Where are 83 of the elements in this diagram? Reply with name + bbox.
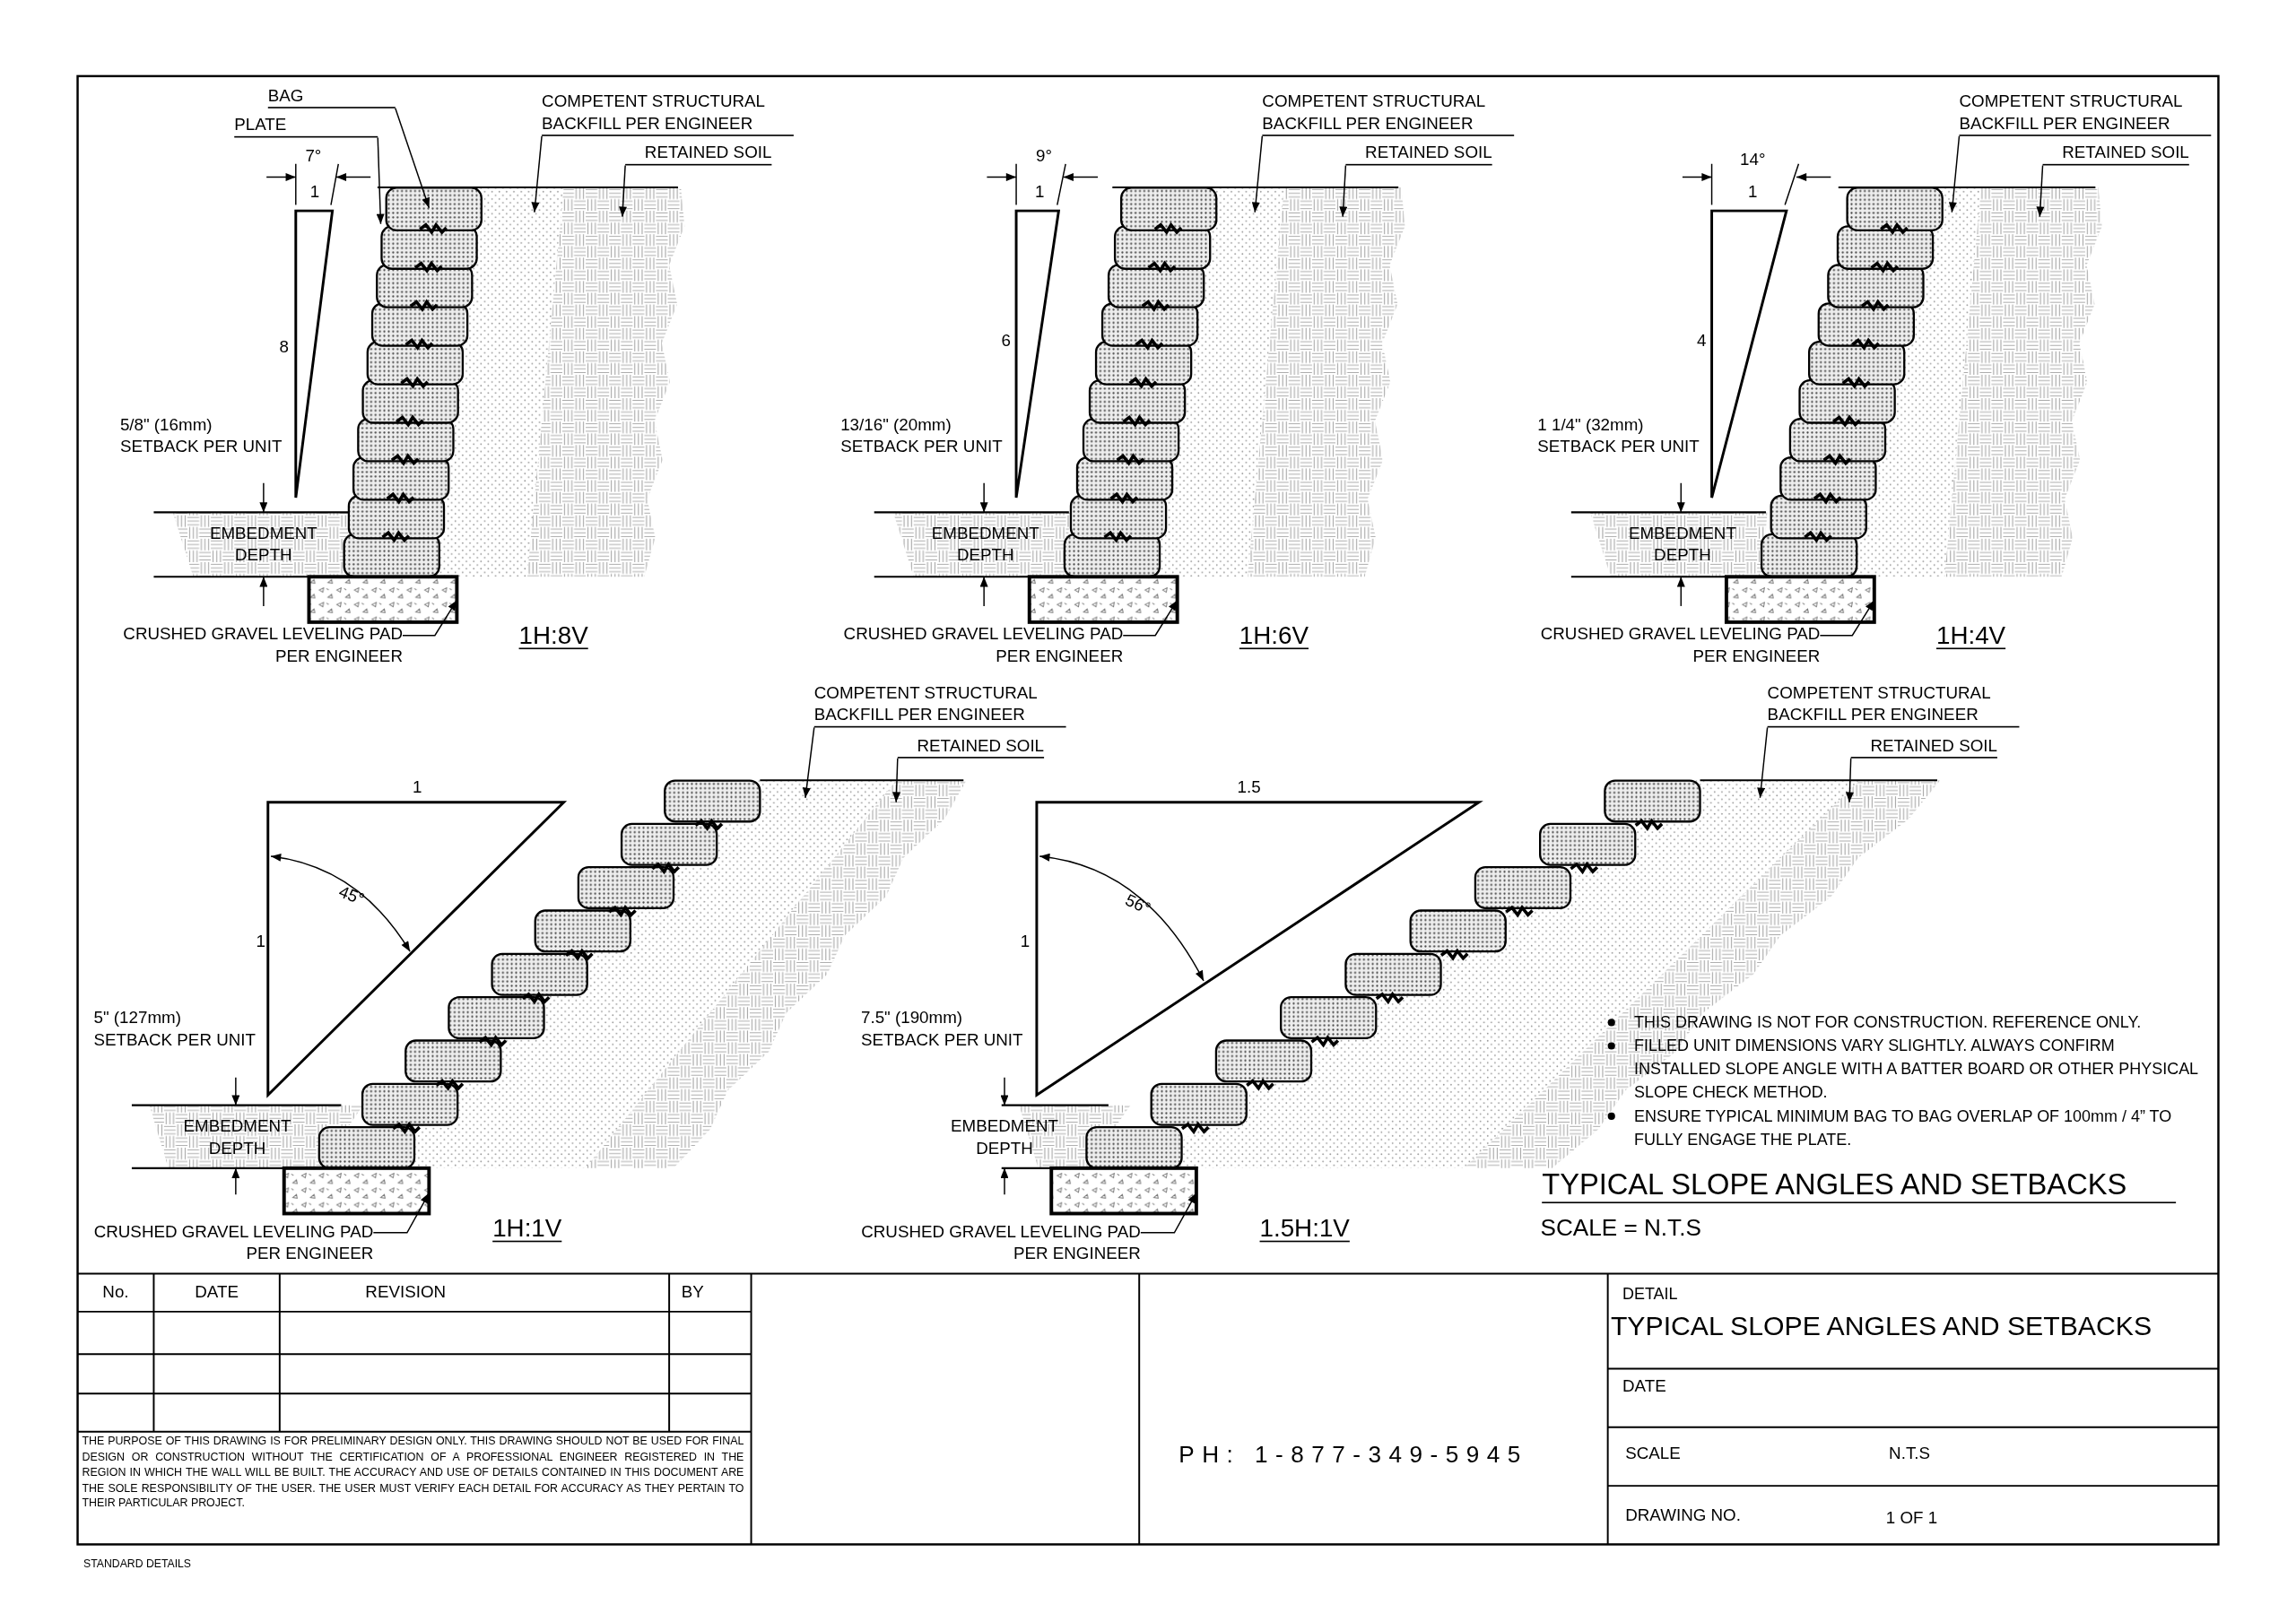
dimension-label: 4	[1696, 330, 1707, 351]
callout-label: CRUSHED GRAVEL LEVELING PAD PER ENGINEER	[830, 623, 1124, 668]
leader-line	[1251, 135, 1264, 213]
dimension-label: 1	[413, 776, 422, 798]
dimension-label: 1	[1034, 181, 1045, 202]
setback-label: 13/16" (20mm) SETBACK PER UNIT	[840, 414, 1004, 457]
embedment-label: EMBEDMENT DEPTH	[1627, 523, 1737, 566]
callout-label: CRUSHED GRAVEL LEVELING PAD PER ENGINEER	[1526, 623, 1821, 668]
slope-ratio-label: 1H:4V	[1936, 620, 2006, 651]
setback-label: 7.5" (190mm) SETBACK PER UNIT	[861, 1007, 1024, 1050]
leader-line	[402, 599, 458, 637]
slope-ratio-label: 1H:1V	[492, 1213, 562, 1244]
table-header: DATE	[195, 1282, 239, 1303]
callout-label: COMPETENT STRUCTURAL BACKFILL PER ENGINEER	[542, 91, 794, 136]
title-block-label: DATE	[1622, 1375, 1666, 1397]
angle-label: 45°	[335, 881, 368, 910]
callout-label: BAG	[267, 84, 396, 108]
setback-label: 5" (127mm) SETBACK PER UNIT	[93, 1007, 257, 1050]
angle-label: 9°	[1036, 146, 1053, 167]
leader-line	[1140, 1192, 1197, 1234]
leader-line	[802, 726, 815, 799]
leader-line	[1757, 726, 1769, 799]
drawing-title: TYPICAL SLOPE ANGLES AND SETBACKS	[1542, 1167, 2177, 1204]
callout-label: RETAINED SOIL	[897, 734, 1045, 759]
scale-label: SCALE = N.T.S	[1540, 1214, 1701, 1242]
leader-line	[372, 1192, 430, 1234]
leader-line	[1948, 135, 1961, 213]
callout-label: COMPETENT STRUCTURAL BACKFILL PER ENGINEER	[813, 681, 1066, 728]
leader-line	[395, 108, 430, 209]
slope-ratio-label: 1H:6V	[1239, 620, 1309, 651]
leader-line	[892, 757, 901, 803]
callout-label: RETAINED SOIL	[2042, 142, 2189, 166]
slope-ratio-label: 1.5H:1V	[1259, 1213, 1350, 1244]
callout-label: COMPETENT STRUCTURAL BACKFILL PER ENGINEER	[1262, 91, 1515, 136]
title-block-label: DRAWING NO.	[1625, 1505, 1741, 1525]
leader-line	[376, 136, 385, 225]
leader-line	[1122, 599, 1178, 637]
title-block-label: SCALE	[1625, 1443, 1681, 1464]
dimension-label: 1	[256, 931, 265, 951]
table-header: REVISION	[365, 1282, 447, 1303]
leader-line	[2036, 164, 2045, 218]
leader-line	[619, 164, 627, 218]
callout-label: RETAINED SOIL	[625, 142, 772, 166]
table-header: BY	[681, 1282, 704, 1303]
dimension-label: 1	[309, 181, 320, 202]
dimension-label: 6	[1001, 330, 1011, 351]
callout-label: PLATE	[234, 114, 378, 138]
callout-label: CRUSHED GRAVEL LEVELING PAD PER ENGINEER	[848, 1220, 1141, 1265]
title-block-value: 1 OF 1	[1885, 1507, 1938, 1529]
title-block-label: DETAIL	[1622, 1283, 1678, 1305]
embedment-label: EMBEDMENT DEPTH	[182, 1115, 292, 1158]
dimension-label: 1	[1748, 181, 1758, 202]
disclaimer-text: THE PURPOSE OF THIS DRAWING IS FOR PRELIMINARY DESIGN ONLY. THIS DRAWING SHOULD NOT BE USED FOR FINAL DESIGN OR CONSTRUCTION WITHOUT THE CERTIFICATION OF A PROFESSIONAL ENGINEER REGISTERED IN THE REGION IN WHICH THE WALL WILL BE BUILT. THE ACCURACY AND USE OF DETAILS CONTAINED IN THIS DOCUMENT ARE THE SOLE RESPONSIBILITY OF THE USER. THE USER MUST VERIFY EACH DETAIL FOR ACCURACY AS THEY PERTAIN TO THEIR PARTICULAR PROJECT.	[82, 1435, 744, 1512]
embedment-label: EMBEDMENT DEPTH	[930, 523, 1040, 566]
angle-label: 7°	[305, 146, 322, 167]
callout-label: RETAINED SOIL	[1850, 734, 1997, 759]
note-text: FILLED UNIT DIMENSIONS VARY SLIGHTLY. ALWAYS CONFIRM INSTALLED SLOPE ANGLE WITH A BATTER BOARD OR OTHER PHYSICAL SLOPE CHECK METHOD.	[1634, 1035, 2198, 1103]
title-block-value: N.T.S	[1889, 1443, 1931, 1464]
leader-line	[1819, 599, 1875, 637]
embedment-label: EMBEDMENT DEPTH	[950, 1115, 1059, 1158]
phone-number: PH: 1-877-349-5945	[1178, 1441, 1528, 1469]
callout-label: CRUSHED GRAVEL LEVELING PAD PER ENGINEER	[80, 1220, 374, 1265]
callout-label: CRUSHED GRAVEL LEVELING PAD PER ENGINEER	[109, 623, 403, 668]
callout-label: RETAINED SOIL	[1345, 142, 1492, 166]
dimension-label: 1	[1020, 931, 1031, 951]
angle-label: 56°	[1121, 889, 1154, 920]
leader-line	[531, 135, 543, 213]
dimension-label: 1.5	[1237, 776, 1261, 798]
callout-label: COMPETENT STRUCTURAL BACKFILL PER ENGINEER	[1767, 681, 2020, 728]
title-block-title: TYPICAL SLOPE ANGLES AND SETBACKS	[1610, 1309, 2152, 1343]
note-text: ENSURE TYPICAL MINIMUM BAG TO BAG OVERLAP OF 100mm / 4” TO FULLY ENGAGE THE PLATE.	[1634, 1106, 2173, 1149]
callout-label: COMPETENT STRUCTURAL BACKFILL PER ENGINEER	[1959, 91, 2212, 136]
leader-line	[1339, 164, 1348, 218]
table-header: No.	[102, 1282, 129, 1303]
embedment-label: EMBEDMENT DEPTH	[208, 523, 318, 566]
angle-label: 14°	[1740, 149, 1766, 169]
slope-ratio-label: 1H:8V	[518, 620, 588, 651]
setback-label: 1 1/4" (32mm) SETBACK PER UNIT	[1537, 414, 1700, 457]
footer-text: STANDARD DETAILS	[83, 1556, 192, 1572]
setback-label: 5/8" (16mm) SETBACK PER UNIT	[119, 414, 283, 457]
dimension-label: 8	[279, 336, 289, 357]
note-text: THIS DRAWING IS NOT FOR CONSTRUCTION. REFERENCE ONLY.	[1634, 1011, 2143, 1033]
leader-line	[1845, 757, 1854, 803]
